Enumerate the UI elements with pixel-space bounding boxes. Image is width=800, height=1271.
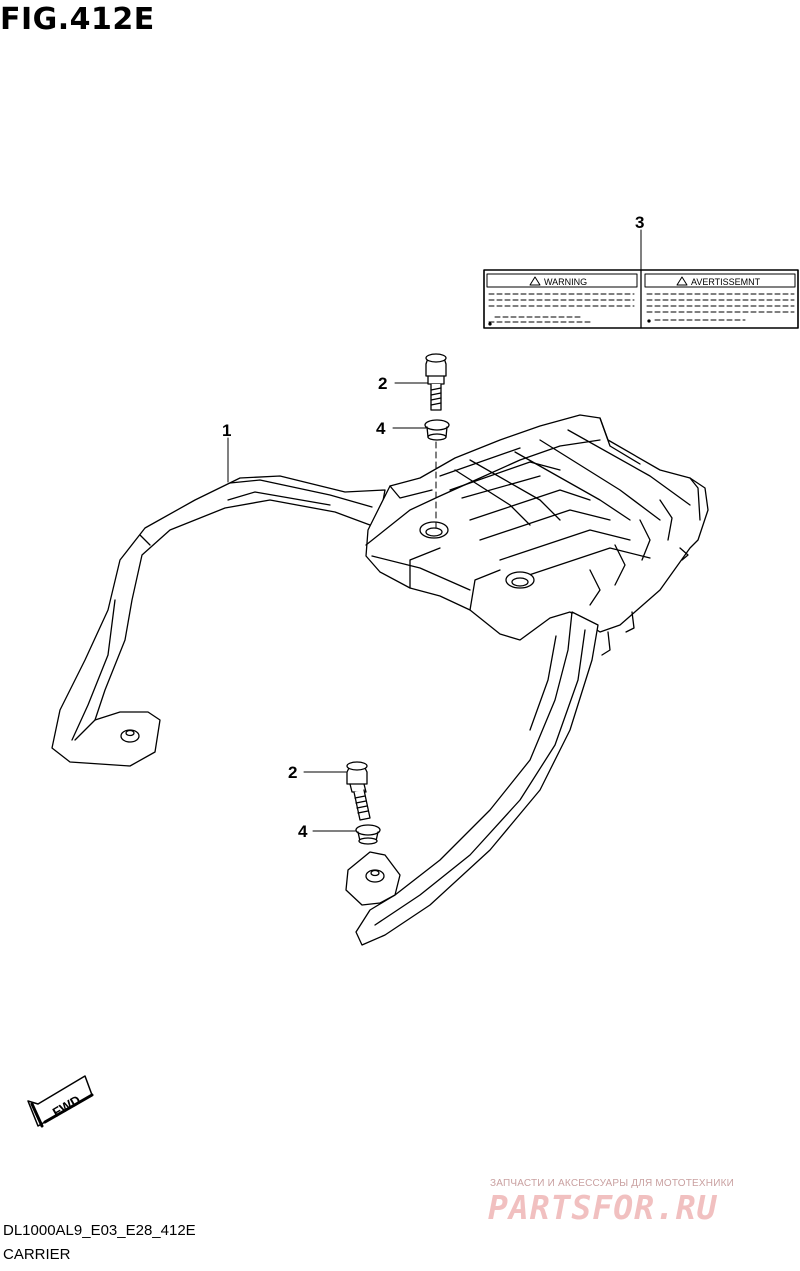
callout-3: 3 xyxy=(635,213,644,232)
figure-title: FIG.412E xyxy=(0,2,155,37)
bolt-top-part[interactable] xyxy=(425,353,447,411)
callout-1: 1 xyxy=(222,421,231,440)
fwd-arrow xyxy=(27,1075,94,1128)
callout-4-bottom: 4 xyxy=(298,822,308,841)
callout-2-top: 2 xyxy=(378,374,387,393)
watermark-brand: PARTSFOR.RU xyxy=(488,1188,718,1227)
washer-bottom-part[interactable] xyxy=(355,824,381,845)
avertissement-heading: AVERTISSEMNT xyxy=(691,277,761,287)
warning-label-part[interactable] xyxy=(483,269,799,329)
carrier-part[interactable] xyxy=(51,414,709,946)
diagram-caption: CARRIER xyxy=(3,1246,71,1263)
bolt-bottom-part[interactable] xyxy=(346,761,371,821)
callout-2-bottom: 2 xyxy=(288,763,297,782)
diagram-code: DL1000AL9_E03_E28_412E xyxy=(3,1222,196,1239)
warning-heading: WARNING xyxy=(544,277,587,287)
watermark-tagline: ЗАПЧАСТИ И АКСЕССУАРЫ ДЛЯ МОТОТЕХНИКИ xyxy=(490,1178,735,1189)
washer-top-part[interactable] xyxy=(424,419,450,441)
callout-4-top: 4 xyxy=(376,419,386,438)
